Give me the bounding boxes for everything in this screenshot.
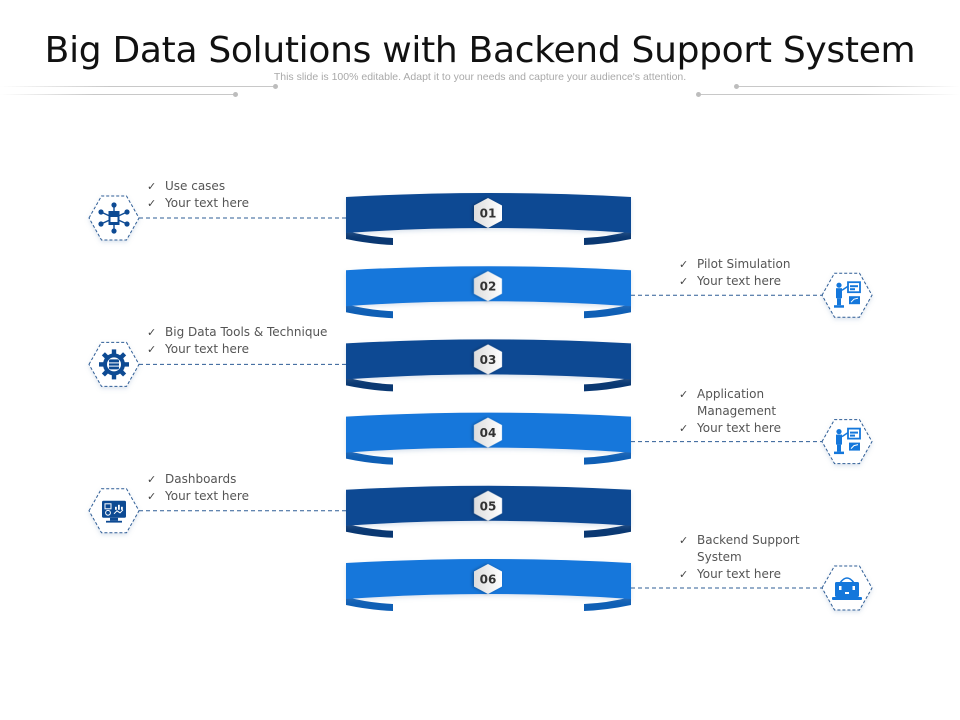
step-number-badge — [474, 271, 502, 302]
step-heading: Pilot Simulation — [697, 256, 790, 273]
check-icon: ✓ — [147, 326, 157, 340]
step-detail: Your text here — [697, 420, 781, 435]
step-heading-line: System — [697, 550, 742, 564]
ribbon-back-tab-right — [584, 450, 631, 465]
slide-title: Big Data Solutions with Backend Support … — [44, 30, 916, 71]
step-number: 02 — [480, 280, 497, 294]
ribbon-back-tab-left — [346, 523, 393, 538]
decor-dot-right-upper — [734, 84, 739, 89]
ribbon-step-01: 01 — [88, 193, 631, 245]
icon-hexagon — [821, 272, 873, 318]
step-detail: Your text here — [697, 567, 781, 581]
ribbon-back-tab-right — [584, 523, 631, 538]
ribbon-back-tab-right — [584, 377, 631, 392]
icon-hexagon — [88, 341, 140, 387]
ribbon-back-tab-left — [346, 597, 393, 611]
ribbon-back-tab-left — [346, 231, 393, 245]
icon-hexagon — [88, 195, 140, 241]
ribbon-back-tab-left — [346, 304, 393, 319]
step-heading-line: Big Data Tools & Technique — [165, 325, 328, 340]
decor-line-left-lower — [0, 94, 235, 95]
step-heading-line: Pilot Simulation — [697, 257, 791, 272]
check-icon: ✓ — [679, 568, 689, 581]
ribbon-back-tab-left — [346, 377, 393, 392]
icon-hexagon — [88, 488, 140, 534]
check-icon: ✓ — [679, 258, 689, 272]
decor-line-right-lower — [698, 94, 960, 95]
step-heading: Big Data Tools & Technique — [165, 324, 327, 341]
step-heading-line: Management — [697, 403, 777, 418]
ribbon-step-06: 06 — [346, 559, 873, 611]
step-label-03: ✓ Big Data Tools & Technique ✓ Your text he… — [147, 324, 327, 358]
presenter-board-icon — [834, 281, 861, 308]
ribbon-step-03: 03 — [88, 339, 631, 392]
step-number-badge — [474, 490, 502, 521]
step-heading: Dashboards — [165, 471, 236, 488]
check-icon: ✓ — [147, 343, 157, 357]
network-hub-icon — [98, 202, 130, 234]
gear-database-icon — [99, 349, 129, 380]
decor-dot-left-upper — [273, 84, 278, 89]
step-number: 03 — [480, 353, 497, 367]
step-heading-line: Use cases — [165, 179, 226, 193]
ribbon-step-05: 05 — [88, 485, 631, 538]
step-number: 01 — [480, 207, 497, 221]
step-heading-line: Application — [697, 386, 765, 401]
decor-dot-right-lower — [696, 92, 701, 97]
ribbon-back-tab-right — [584, 304, 631, 319]
step-label-02: ✓ Pilot Simulation ✓ Your text here — [679, 256, 790, 290]
laptop-support-icon — [832, 577, 862, 600]
ribbon-back-tab-right — [584, 231, 631, 245]
icon-hexagon — [821, 419, 873, 465]
step-detail: Your text here — [165, 342, 249, 357]
step-heading: Use cases — [165, 178, 225, 195]
ribbon-back-tab-right — [584, 597, 631, 611]
check-icon: ✓ — [147, 197, 157, 210]
check-icon: ✓ — [679, 421, 689, 435]
step-detail: Your text here — [697, 274, 781, 289]
step-heading-line: Backend Support — [697, 533, 800, 547]
dashboard-monitor-icon — [102, 500, 126, 523]
step-label-05: ✓ Dashboards ✓ Your text here — [147, 471, 249, 505]
decor-dot-left-lower — [233, 92, 238, 97]
step-number: 04 — [480, 426, 497, 440]
icon-hexagon — [821, 565, 873, 611]
step-number-badge — [474, 417, 502, 448]
step-detail: Your text here — [165, 488, 249, 503]
step-number-badge — [474, 344, 502, 375]
step-heading-line: Dashboards — [165, 471, 237, 486]
step-detail: Your text here — [165, 196, 249, 210]
ribbon-step-02: 02 — [346, 266, 873, 319]
check-icon: ✓ — [147, 180, 157, 193]
step-label-01: ✓ Use cases ✓ Your text here — [147, 178, 249, 212]
check-icon: ✓ — [147, 489, 157, 503]
step-number-badge — [474, 198, 502, 228]
step-number: 06 — [480, 573, 497, 587]
decor-line-left-upper — [0, 86, 275, 87]
step-number-badge — [474, 564, 502, 594]
ribbon-back-tab-left — [346, 450, 393, 465]
check-icon: ✓ — [679, 534, 689, 547]
check-icon: ✓ — [679, 275, 689, 289]
presenter-board-icon — [834, 427, 861, 455]
decor-line-right-upper — [736, 86, 960, 87]
check-icon: ✓ — [679, 387, 689, 401]
step-number: 05 — [480, 499, 497, 513]
check-icon: ✓ — [147, 472, 157, 486]
ribbon-step-04: 04 — [346, 412, 873, 465]
slide-subtitle: This slide is 100% editable. Adapt it to… — [273, 71, 687, 83]
